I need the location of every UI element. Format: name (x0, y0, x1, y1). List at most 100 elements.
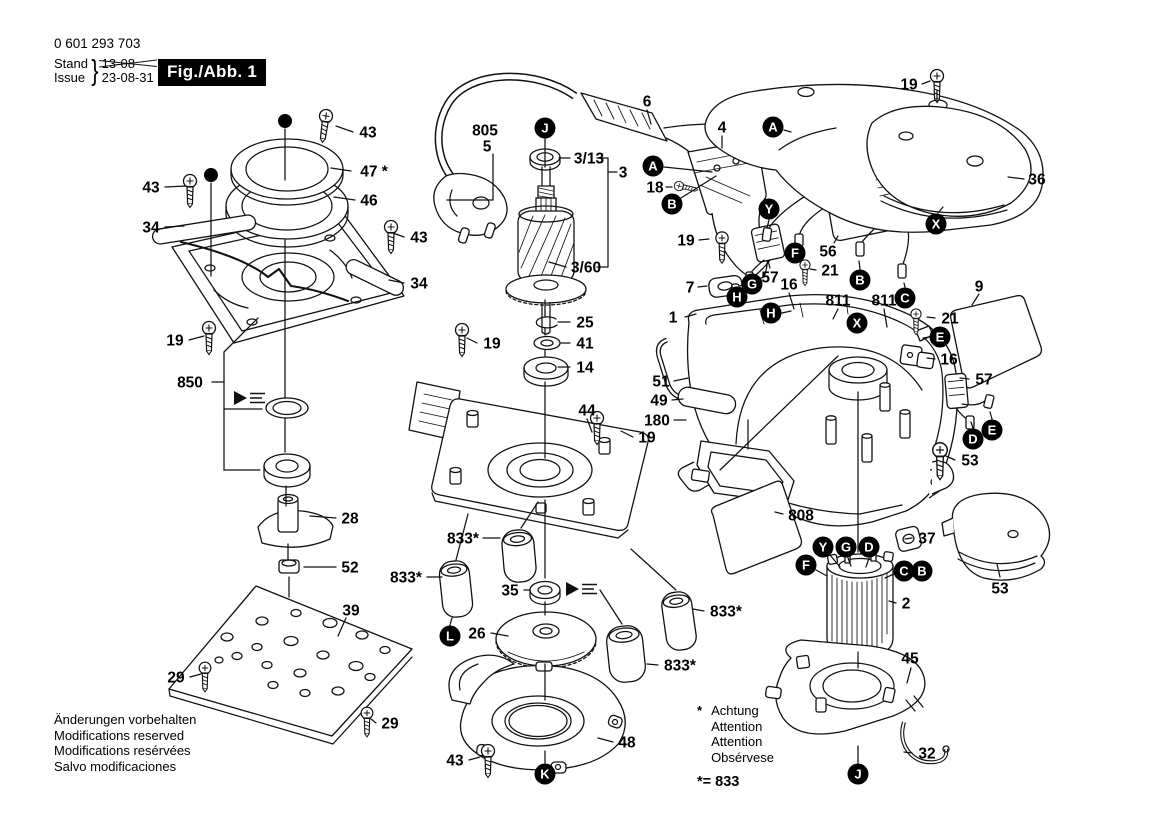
letter-callout (894, 287, 916, 309)
part-callout: 5 (483, 139, 492, 156)
fan-assembly (448, 580, 626, 774)
leader-line (337, 617, 347, 637)
power-cord (433, 72, 578, 244)
leader-line (698, 238, 710, 241)
leader-line (809, 268, 817, 271)
bracket-line (599, 589, 623, 625)
part-callout: 1 (669, 310, 678, 327)
leader-line (815, 569, 828, 577)
part-callout: 2 (902, 596, 911, 613)
leader-line (370, 718, 377, 724)
part-callout: 45 (901, 651, 919, 668)
leader-line (847, 557, 852, 567)
bracket-line (719, 355, 839, 471)
letter-callout (929, 326, 951, 348)
part-callout: 26 (468, 626, 486, 643)
letter-callout-label: B (667, 197, 676, 212)
leader-line (330, 167, 352, 172)
note-line: Salvo modificaciones (54, 758, 177, 774)
grease-icon (233, 390, 266, 406)
letter-callout (835, 536, 857, 558)
asterisk: * (697, 703, 703, 718)
part-callout: 25 (576, 315, 594, 332)
armature (505, 148, 587, 335)
leader-line (335, 125, 354, 133)
part-callout: 3 (619, 165, 628, 182)
index-dot (278, 114, 292, 128)
shaft-parts (523, 316, 569, 387)
attention-line: Obsérvese (711, 749, 774, 765)
part-callout: 32 (918, 746, 935, 763)
bracket-line (223, 317, 259, 353)
part-callout: 34 (142, 220, 160, 237)
part-callout: 4 (718, 120, 727, 137)
part-callout: 7 (686, 280, 695, 297)
leader-line (829, 554, 841, 568)
leader-line (449, 617, 453, 626)
part-callout: 180 (644, 413, 670, 430)
leader-line (164, 225, 185, 228)
leader-line (663, 166, 713, 173)
letter-callout (858, 536, 880, 558)
part-callout: 833* (710, 604, 743, 621)
letter-callout (795, 554, 817, 576)
part-callout: 56 (819, 244, 837, 261)
letter-callout-label: L (446, 629, 454, 644)
bottom-cover (764, 639, 926, 735)
leader-line (926, 316, 936, 319)
part-callout: 51 (652, 374, 670, 391)
brace-glyph: } (91, 55, 99, 87)
attention-line: Attention (711, 718, 763, 734)
letter-callout (741, 273, 763, 295)
part-callout: 805 (472, 123, 498, 140)
letter-callout-label: C (899, 564, 909, 579)
wire-clip-32 (900, 721, 950, 765)
part-callout: 9 (975, 279, 984, 296)
part-callout: 28 (341, 511, 359, 528)
leader-line (697, 285, 708, 288)
leader-line (466, 337, 478, 344)
part-callout: 43 (410, 230, 428, 247)
leader-line (945, 455, 956, 461)
leader-line (783, 129, 792, 133)
frame-bar (151, 214, 257, 245)
leader-line (884, 573, 895, 579)
part-callout: 44 (578, 403, 596, 420)
leader-line (774, 511, 784, 515)
leader-line (673, 377, 689, 382)
leader-lines (164, 80, 1025, 764)
index-dot (204, 168, 218, 182)
part-callout: 19 (166, 333, 184, 350)
old-issue-date: 13-08 (102, 57, 154, 71)
letter-callout (642, 155, 664, 177)
leader-line (832, 308, 839, 320)
bracket-line (596, 157, 609, 268)
leader-line (781, 310, 792, 314)
part-callout: 46 (360, 193, 378, 210)
leader-line (646, 663, 659, 666)
figure-label: Fig./Abb. 1 (158, 59, 267, 86)
letter-callout-label: F (802, 558, 810, 573)
letter-callout (981, 419, 1003, 441)
lock-nut (278, 559, 300, 574)
part-callout: 57 (975, 372, 992, 389)
letter-callout (847, 763, 869, 785)
part-callout: 49 (650, 393, 668, 410)
new-issue-date: 23-08-31 (101, 70, 154, 85)
leader-line (970, 421, 974, 429)
leader-line (766, 219, 770, 229)
leader-line (904, 537, 913, 540)
leader-line (996, 563, 1001, 578)
part-callout: 57 (761, 270, 778, 287)
leader-line (906, 667, 912, 684)
letter-callout (911, 560, 933, 582)
leader-line (309, 515, 337, 519)
part-callout: 808 (788, 508, 814, 525)
field-stator (826, 551, 894, 656)
letter-callout-label: J (854, 767, 861, 782)
leader-line (597, 737, 614, 743)
letter-callout-label: B (917, 564, 926, 579)
leader-line (646, 109, 652, 125)
